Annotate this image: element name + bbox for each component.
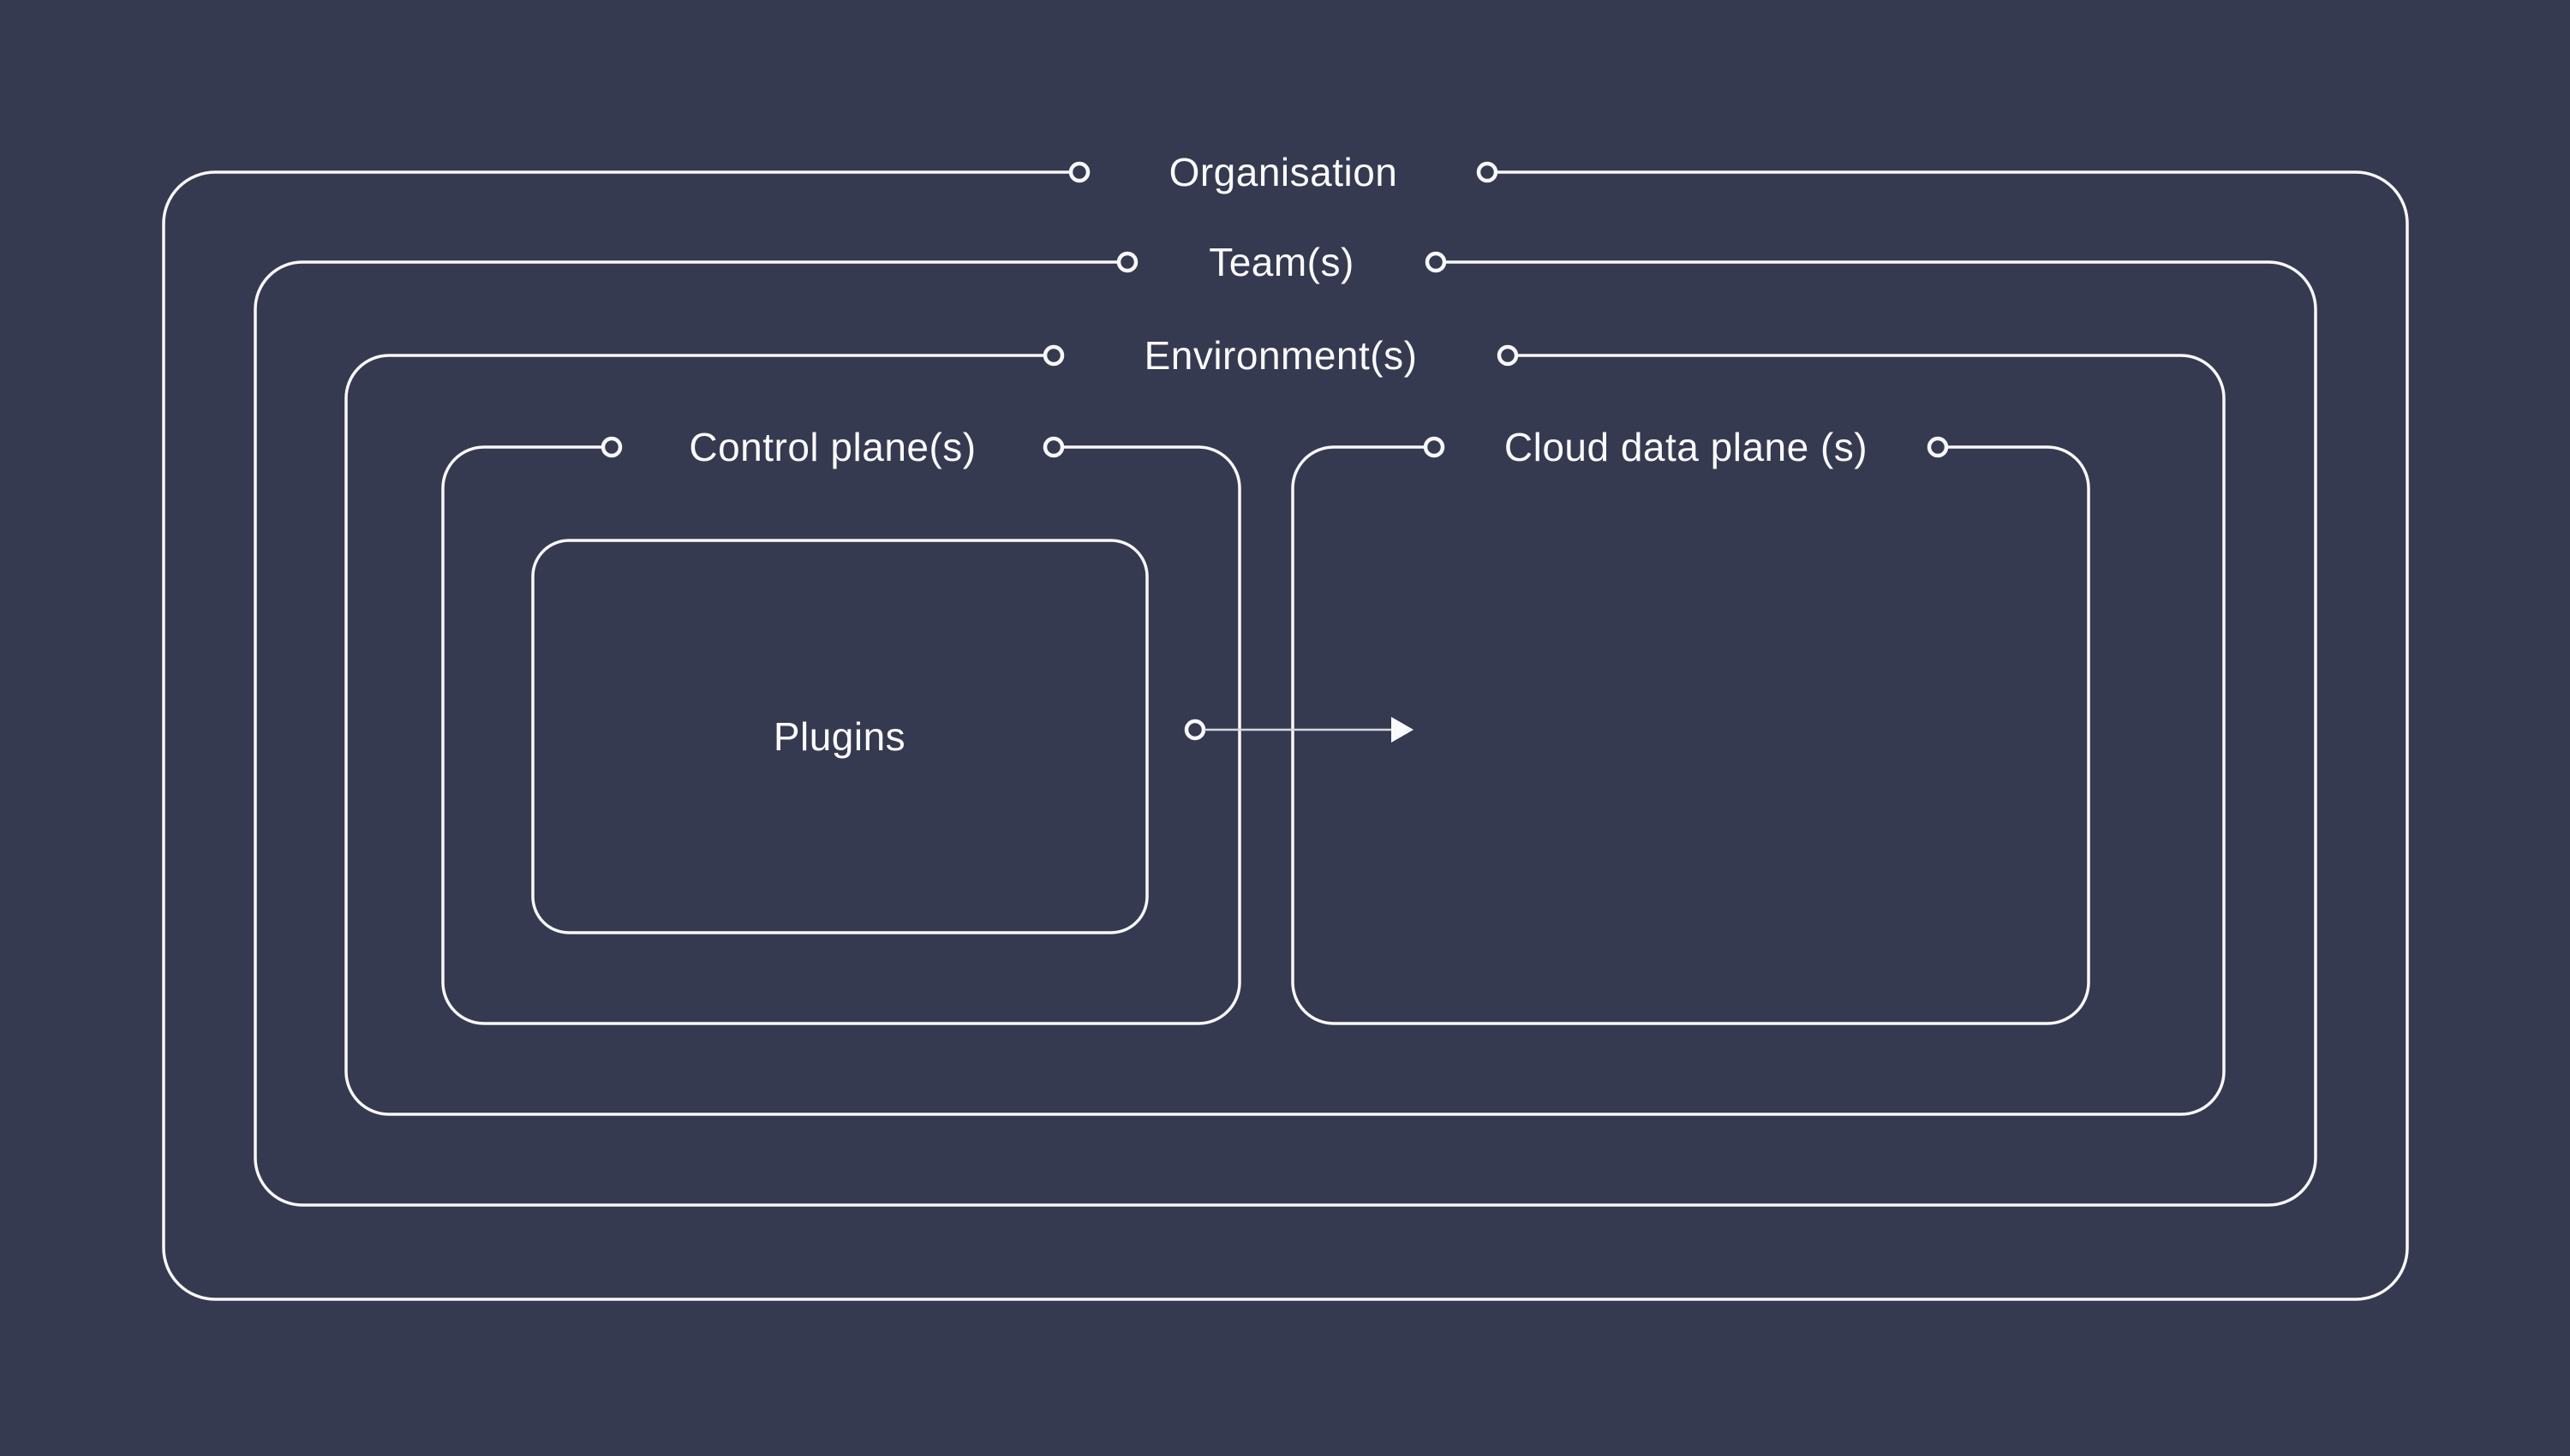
organisation-label-gap [1079,165,1487,179]
teams-label-gap [1127,255,1436,269]
cloud-data-plane-label-gap [1434,440,1938,454]
plugins-box [531,539,1149,934]
arrow-start-ring-icon [1184,719,1206,741]
control-plane-right-ring-icon [1043,436,1065,458]
teams-label: Team(s) [1209,240,1354,284]
environments-label-gap [1054,349,1508,362]
plugins-to-cloud-arrow [1184,717,1414,743]
teams-left-ring-icon [1116,251,1139,273]
cloud-data-plane-box [1291,445,2090,1025]
control-plane-label: Control plane(s) [689,425,976,469]
organisation-left-ring-icon [1068,161,1091,183]
cloud-data-plane-left-ring-icon [1423,436,1445,458]
plugins-label: Plugins [774,714,905,759]
environments-box [344,354,2226,1116]
arrow-head-icon [1391,717,1414,743]
environments-label: Environment(s) [1145,333,1418,378]
organisation-right-ring-icon [1476,161,1498,183]
environments-right-ring-icon [1497,344,1519,367]
cloud-data-plane-label: Cloud data plane (s) [1504,425,1868,469]
control-plane-label-gap [612,440,1054,454]
organisation-label: Organisation [1169,150,1398,194]
cloud-data-plane-right-ring-icon [1927,436,1949,458]
teams-box [254,260,2317,1207]
teams-right-ring-icon [1425,251,1447,273]
control-plane-left-ring-icon [601,436,623,458]
environments-left-ring-icon [1043,344,1065,367]
